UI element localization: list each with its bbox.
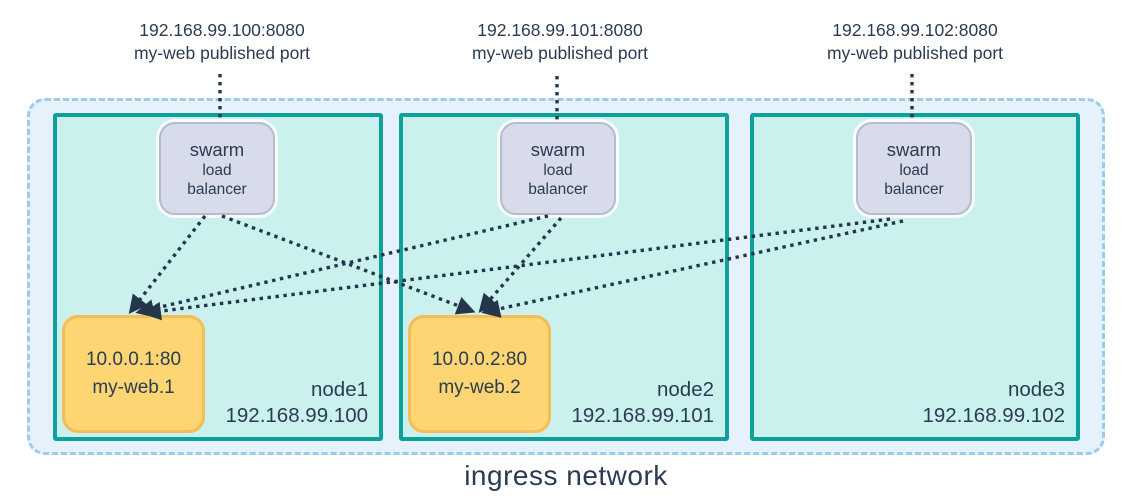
published-port-ip-1: 192.168.99.100:8080 xyxy=(139,20,305,40)
task-box-my-web-2: 10.0.0.2:80 my-web.2 xyxy=(408,315,551,433)
published-port-label-2: 192.168.99.101:8080 my-web published por… xyxy=(472,19,648,65)
lb-label-line2: load xyxy=(543,161,573,179)
node-name-label: node1 xyxy=(310,378,368,401)
node-label-node2: node2 192.168.99.101 xyxy=(506,377,715,429)
published-port-ip-2: 192.168.99.101:8080 xyxy=(477,20,643,40)
node-ip-label: 192.168.99.100 xyxy=(225,404,369,427)
published-port-caption-1: my-web published port xyxy=(133,43,311,63)
task-endpoint-label: 10.0.0.2:80 xyxy=(431,349,528,370)
node-ip-label: 192.168.99.101 xyxy=(571,404,715,427)
node-label-node1: node1 192.168.99.100 xyxy=(160,377,369,429)
task-box-my-web-1: 10.0.0.1:80 my-web.1 xyxy=(62,315,205,433)
lb-label-line3: balancer xyxy=(528,180,588,198)
swarm-load-balancer-node2: swarm load balancer xyxy=(500,122,616,215)
node-name-label: node2 xyxy=(656,378,714,401)
lb-label-line3: balancer xyxy=(187,180,247,198)
node-name-label: node3 xyxy=(1007,378,1065,401)
swarm-load-balancer-node1: swarm load balancer xyxy=(159,122,275,215)
lb-label-line1: swarm xyxy=(530,138,586,160)
lb-label-line1: swarm xyxy=(886,138,942,160)
published-port-label-3: 192.168.99.102:8080 my-web published por… xyxy=(827,19,1003,65)
published-port-ip-3: 192.168.99.102:8080 xyxy=(832,20,998,40)
task-name-label: my-web.2 xyxy=(438,377,521,398)
ingress-network-caption: ingress network xyxy=(464,460,668,491)
swarm-load-balancer-node3: swarm load balancer xyxy=(856,122,972,215)
published-port-label-1: 192.168.99.100:8080 my-web published por… xyxy=(134,19,310,65)
node-ip-label: 192.168.99.102 xyxy=(922,404,1066,427)
task-name-label: my-web.1 xyxy=(92,377,175,398)
node-label-node3: node3 192.168.99.102 xyxy=(857,377,1066,429)
lb-label-line3: balancer xyxy=(884,180,944,198)
task-endpoint-label: 10.0.0.1:80 xyxy=(85,349,182,370)
published-port-caption-2: my-web published port xyxy=(471,43,649,63)
lb-label-line2: load xyxy=(899,161,929,179)
lb-label-line1: swarm xyxy=(189,138,245,160)
published-port-caption-3: my-web published port xyxy=(826,43,1004,63)
lb-label-line2: load xyxy=(202,161,232,179)
